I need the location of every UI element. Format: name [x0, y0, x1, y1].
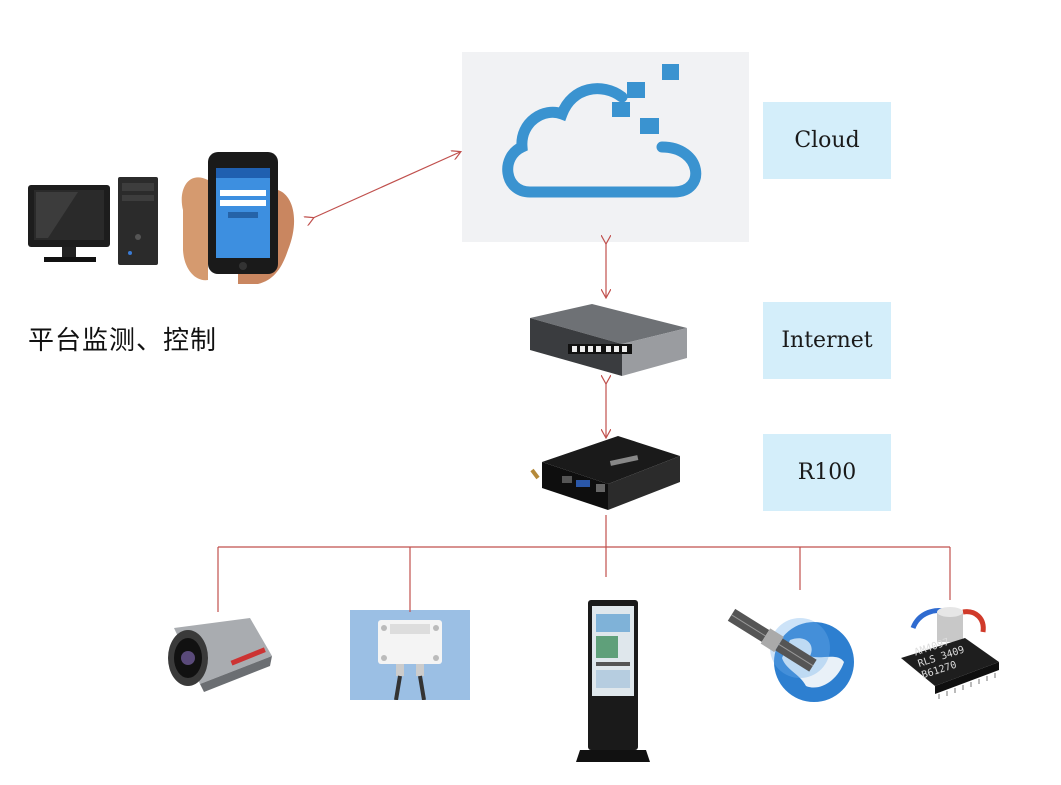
arrow-phone-cloud [313, 152, 460, 218]
kiosk-display-icon [576, 600, 650, 762]
network-switch-icon [530, 304, 687, 376]
sensor-chip-block: AM4097 RLS 3409 B61270 [893, 598, 1003, 703]
cloud-panel [462, 52, 749, 242]
environment-sensor-icon [378, 620, 442, 701]
security-camera-icon [168, 618, 272, 692]
desktop-computer-icon [28, 177, 158, 265]
label-cloud: Cloud [763, 102, 891, 179]
sensor-chip-icon [901, 607, 999, 699]
cloud-icon [502, 64, 702, 198]
smartphone-app-icon [181, 152, 295, 284]
platform-caption: 平台监测、控制 [28, 326, 218, 356]
r100-gateway-icon [530, 436, 680, 510]
device-bus [217, 515, 951, 612]
label-r100: R100 [763, 434, 891, 511]
satellite-globe-icon [727, 608, 854, 702]
label-internet: Internet [763, 302, 891, 379]
environment-sensor-photo [350, 610, 470, 701]
